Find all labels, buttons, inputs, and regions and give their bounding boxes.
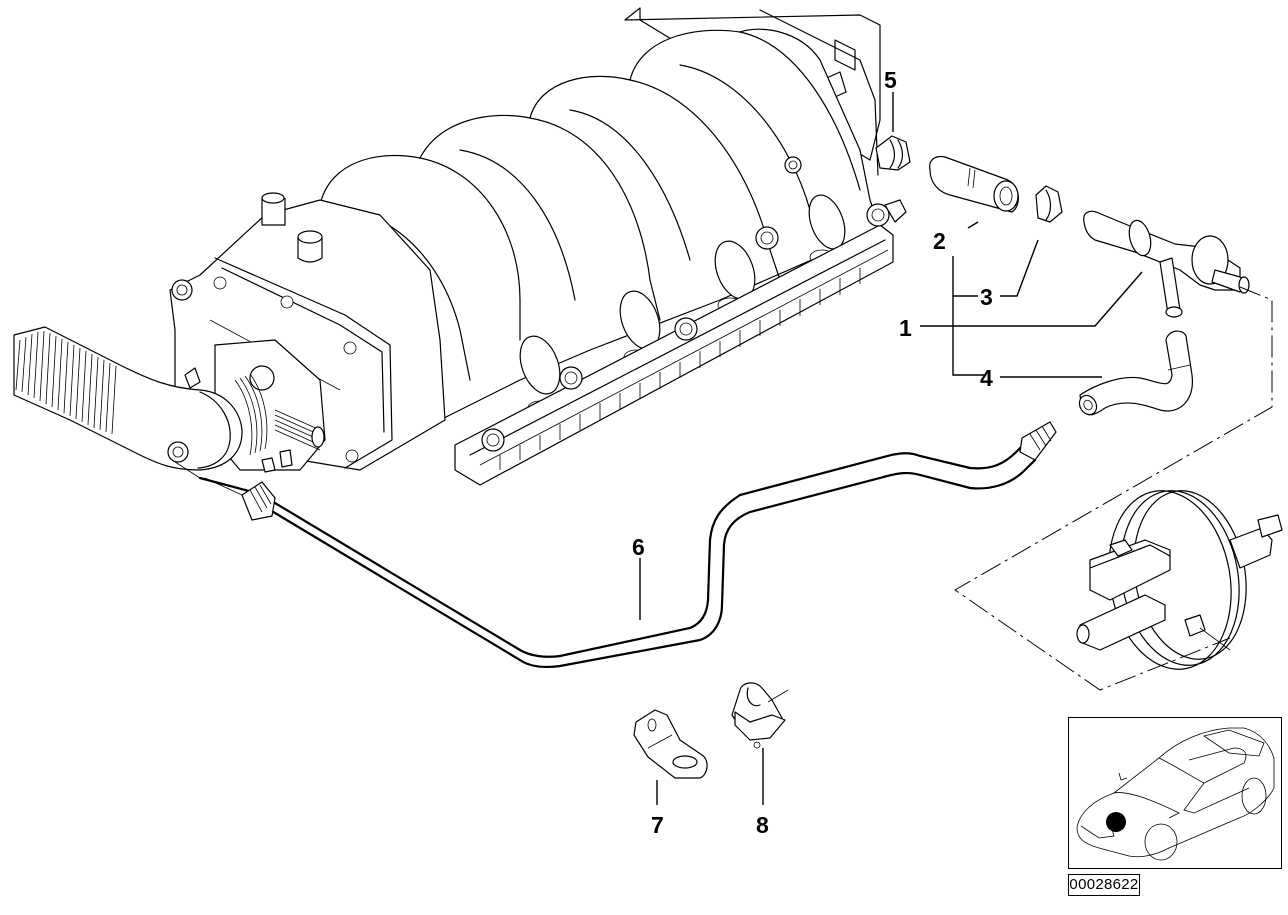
car-outline-icon — [1076, 727, 1275, 861]
car-locator-inset — [1068, 717, 1282, 869]
check-valve-part-1 — [1083, 210, 1250, 318]
callout-2: 2 — [933, 228, 946, 254]
clamp-part-3 — [1035, 185, 1063, 223]
diagram-id-label: 00028622 — [1068, 874, 1140, 896]
bracket-part-7 — [633, 709, 708, 779]
leader-lines — [639, 92, 1143, 805]
callout-8: 8 — [756, 812, 769, 838]
vacuum-line-part-6 — [198, 421, 1057, 668]
callout-5: 5 — [884, 67, 897, 93]
connector-part-2 — [929, 155, 1019, 213]
formed-hose-part-4 — [1078, 330, 1193, 416]
callout-6: 6 — [632, 534, 645, 560]
callout-1: 1 — [899, 315, 912, 341]
clamp-part-5 — [875, 135, 911, 171]
callout-3: 3 — [980, 284, 993, 310]
intake-boot — [13, 326, 243, 479]
callout-7: 7 — [651, 812, 664, 838]
callout-4: 4 — [980, 365, 993, 391]
master-cylinder — [1076, 539, 1231, 651]
assembly-outline — [954, 286, 1273, 691]
intake-manifold — [319, 7, 907, 486]
clip-part-8 — [731, 682, 789, 749]
location-marker-icon — [1106, 812, 1126, 832]
